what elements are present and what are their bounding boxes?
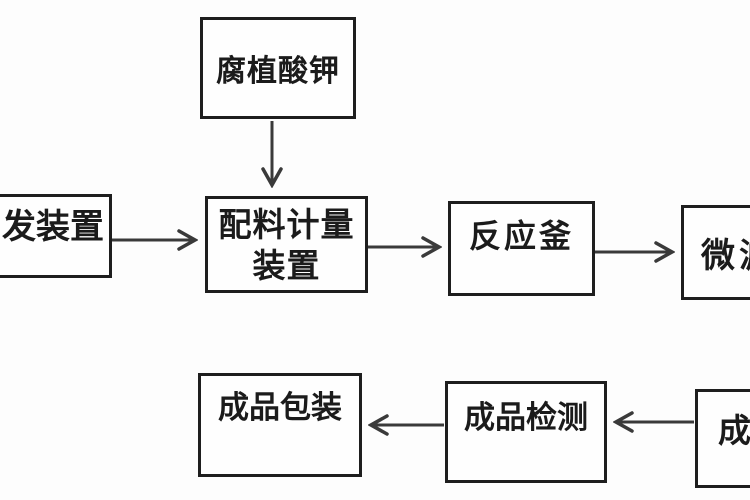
node-finished-product-label: 成 xyxy=(718,411,750,450)
node-potassium-humate-label: 腐植酸钾 xyxy=(216,54,340,89)
node-product-testing: 成品检测 xyxy=(445,381,607,483)
node-finished-product: 成 xyxy=(695,389,750,488)
node-evaporation-device-label: 发装置 xyxy=(2,207,104,247)
node-microfiltration-label: 微滤 xyxy=(701,236,750,276)
node-product-packaging: 成品包装 xyxy=(198,373,362,477)
node-product-packaging-label: 成品包装 xyxy=(218,390,342,426)
node-evaporation-device: 发装置 xyxy=(0,194,112,278)
node-metering-device-label-line2: 装置 xyxy=(252,245,321,285)
node-metering-device-label-line1: 配料计量 xyxy=(218,204,355,244)
node-potassium-humate: 腐植酸钾 xyxy=(200,17,356,119)
node-microfiltration: 微滤 xyxy=(681,205,750,300)
node-product-testing-label: 成品检测 xyxy=(464,400,588,436)
node-metering-device: 配料计量 装置 xyxy=(205,196,368,293)
node-reaction-kettle-label: 反应釜 xyxy=(468,217,574,255)
node-reaction-kettle: 反应釜 xyxy=(448,201,595,296)
